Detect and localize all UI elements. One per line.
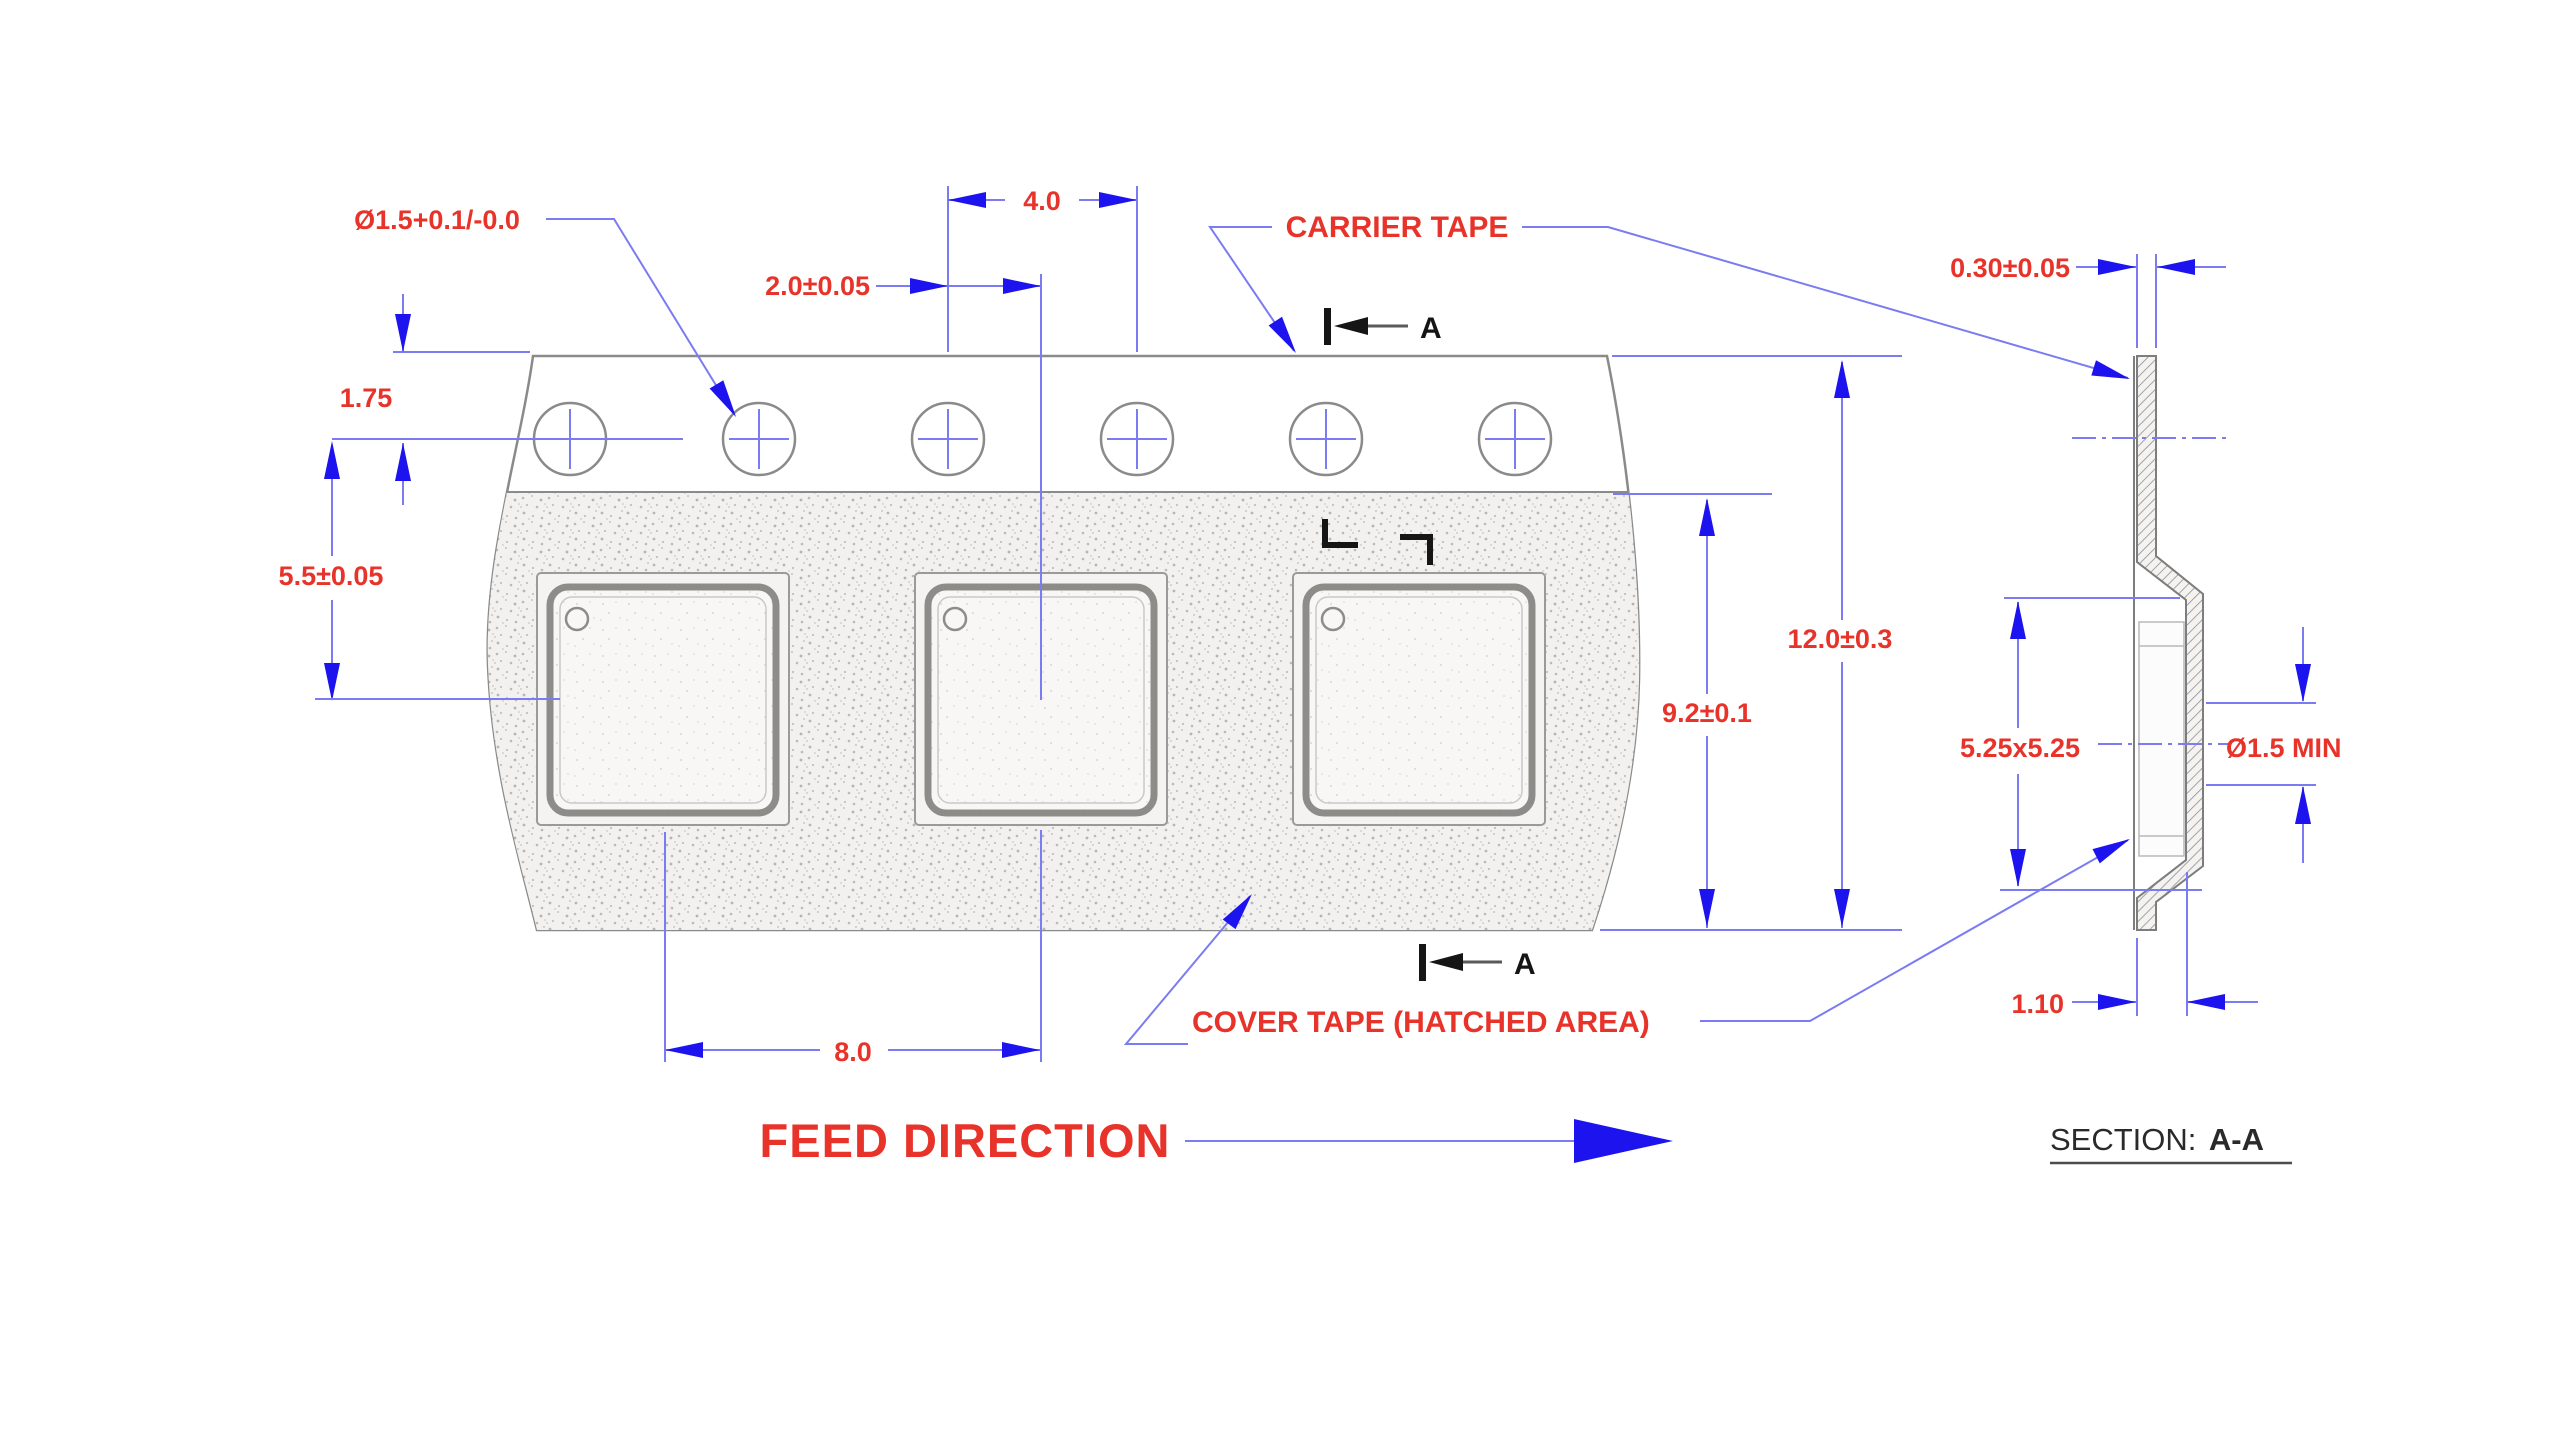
- carrier-tape-label-text: CARRIER TAPE: [1286, 211, 1509, 244]
- section-component: [2138, 621, 2185, 857]
- dim-hole-to-pocket-center: 5.5±0.05: [279, 441, 560, 701]
- dim-edge-to-hole-text: 1.75: [340, 383, 393, 413]
- dim-hole-to-pocket: 2.0±0.05: [765, 271, 1042, 1062]
- sprocket-hole: [910, 401, 986, 477]
- section-marker-top: A: [1324, 308, 1442, 345]
- dim-tape-thickness: 0.30±0.05: [1950, 253, 2226, 348]
- sprocket-hole: [1288, 401, 1364, 477]
- dim-hole-pitch: 4.0: [947, 186, 1138, 352]
- dim-pocket-hole: Ø1.5 MIN: [2206, 627, 2342, 863]
- pin1-indicator: [1320, 606, 1346, 632]
- dim-pocket-size: 5.25x5.25: [1960, 597, 2202, 891]
- label-carrier-tape: CARRIER TAPE: [1208, 211, 2133, 387]
- component-pocket: [1292, 572, 1546, 826]
- section-marker-bottom-text: A: [1514, 948, 1536, 981]
- dim-pocket-hole-text: Ø1.5 MIN: [2226, 733, 2342, 763]
- label-cover-tape: COVER TAPE (HATCHED AREA): [1123, 831, 2134, 1045]
- component-pocket: [536, 572, 790, 826]
- section-title-prefix: SECTION:: [2050, 1122, 2196, 1157]
- dim-pocket-pitch: 8.0: [664, 832, 1040, 1067]
- dim-cover-tape-width: 9.2±0.1: [1613, 493, 1772, 928]
- dim-pocket-pitch-text: 8.0: [834, 1037, 872, 1067]
- feed-direction-text: FEED DIRECTION: [760, 1114, 1171, 1167]
- feed-direction-arrow: [1574, 1119, 1673, 1163]
- pin1-indicator: [564, 606, 590, 632]
- section-title: SECTION: A-A: [2050, 1122, 2292, 1165]
- dim-pocket-depth-text: 1.10: [2011, 989, 2064, 1019]
- dim-hole-pitch-text: 4.0: [1023, 186, 1061, 216]
- dim-hole-diameter: Ø1.5+0.1/-0.0: [354, 205, 743, 422]
- section-marker-top-text: A: [1420, 312, 1442, 345]
- sprocket-hole: [1099, 401, 1175, 477]
- dim-pocket-depth: 1.10: [2011, 872, 2258, 1019]
- section-title-name: A-A: [2209, 1122, 2264, 1157]
- sprocket-holes: [532, 401, 1553, 477]
- dim-tape-width-text: 12.0±0.3: [1788, 624, 1893, 654]
- section-view: [2072, 355, 2230, 931]
- section-carrier-strip: [2136, 355, 2204, 931]
- sprocket-hole: [721, 401, 797, 477]
- section-corner-marks: [1322, 519, 1433, 565]
- dim-tape-width: 12.0±0.3: [1600, 355, 1902, 931]
- svg-text:SECTION: A-A: SECTION: A-A: [2050, 1122, 2264, 1157]
- dim-tape-thickness-text: 0.30±0.05: [1950, 253, 2070, 283]
- cover-tape-label-text: COVER TAPE (HATCHED AREA): [1192, 1006, 1650, 1039]
- dim-hole-diameter-text: Ø1.5+0.1/-0.0: [354, 205, 520, 235]
- pin1-indicator: [942, 606, 968, 632]
- section-marker-bottom: A: [1419, 944, 1536, 981]
- dim-edge-to-hole: 1.75: [332, 294, 683, 505]
- dim-hole-to-pocket-center-text: 5.5±0.05: [279, 561, 384, 591]
- feed-direction: FEED DIRECTION: [760, 1114, 1673, 1167]
- sprocket-hole: [1477, 401, 1553, 477]
- dim-cover-tape-width-text: 9.2±0.1: [1662, 698, 1752, 728]
- dim-hole-to-pocket-text: 2.0±0.05: [765, 271, 870, 301]
- tape-plan-view: [486, 354, 1641, 932]
- dim-pocket-size-text: 5.25x5.25: [1960, 733, 2080, 763]
